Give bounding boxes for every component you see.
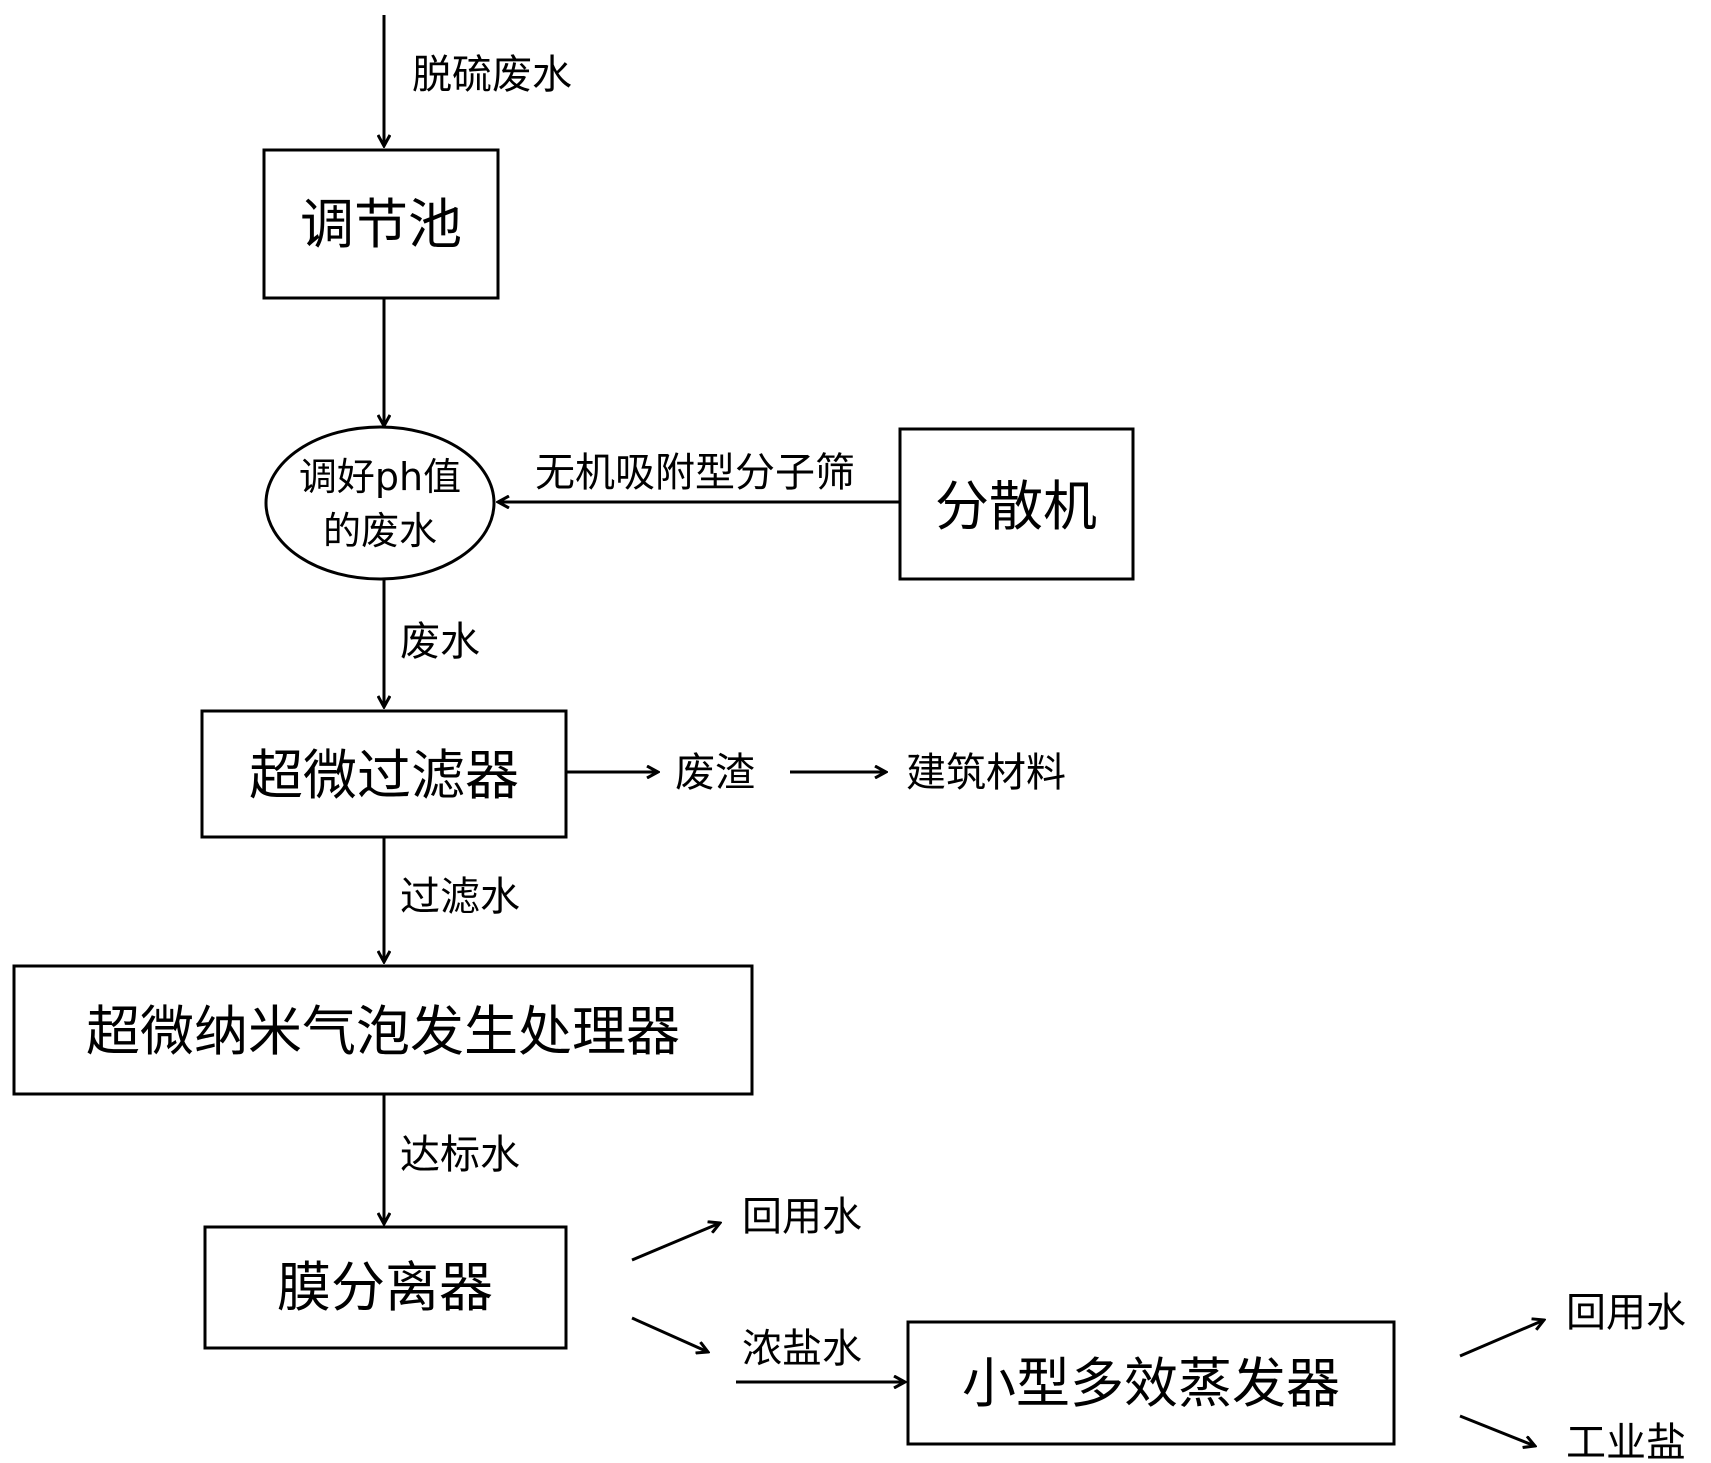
brine-label: 浓盐水 (742, 1326, 862, 1372)
membrane-separator-label: 膜分离器 (277, 1256, 493, 1319)
evaporator-to-salt-arrow (1459, 1414, 1535, 1446)
membrane-to-reuse-arrow (631, 1223, 720, 1262)
evaporator-box (906, 1320, 1396, 1446)
regulating-tank-label: 调节池 (300, 193, 462, 256)
reuse-water-label-2: 回用水 (1566, 1290, 1686, 1336)
reuse-water-label-1: 回用水 (742, 1194, 862, 1240)
ultra-filter-box (200, 709, 568, 839)
evaporator-to-reuse-arrow (1459, 1320, 1544, 1358)
disperser-label: 分散机 (935, 475, 1097, 538)
nanobubble-processor-box (12, 964, 754, 1096)
molecular-sieve-label: 无机吸附型分子筛 (535, 450, 855, 496)
input-label: 脱硫废水 (412, 52, 572, 98)
disperser-box (898, 427, 1135, 581)
regulating-tank-box (262, 148, 500, 300)
standard-water-label: 达标水 (400, 1132, 520, 1178)
membrane-separator-box (203, 1225, 568, 1350)
ph-adjusted-label-line2: 的废水 (323, 509, 437, 553)
residue-label: 废渣 (675, 750, 755, 796)
nanobubble-processor-label: 超微纳米气泡发生处理器 (86, 1000, 680, 1063)
evaporator-label: 小型多效蒸发器 (962, 1352, 1340, 1415)
filtered-water-label: 过滤水 (400, 874, 520, 920)
ultra-filter-label: 超微过滤器 (249, 744, 519, 807)
industrial-salt-label: 工业盐 (1566, 1420, 1686, 1463)
wastewater-label: 废水 (400, 619, 480, 665)
building-material-label: 建筑材料 (906, 750, 1066, 796)
ph-adjusted-wastewater-ellipse (264, 425, 496, 581)
ph-adjusted-label-line1: 调好ph值 (299, 455, 461, 499)
membrane-to-brine-arrow (631, 1316, 708, 1352)
